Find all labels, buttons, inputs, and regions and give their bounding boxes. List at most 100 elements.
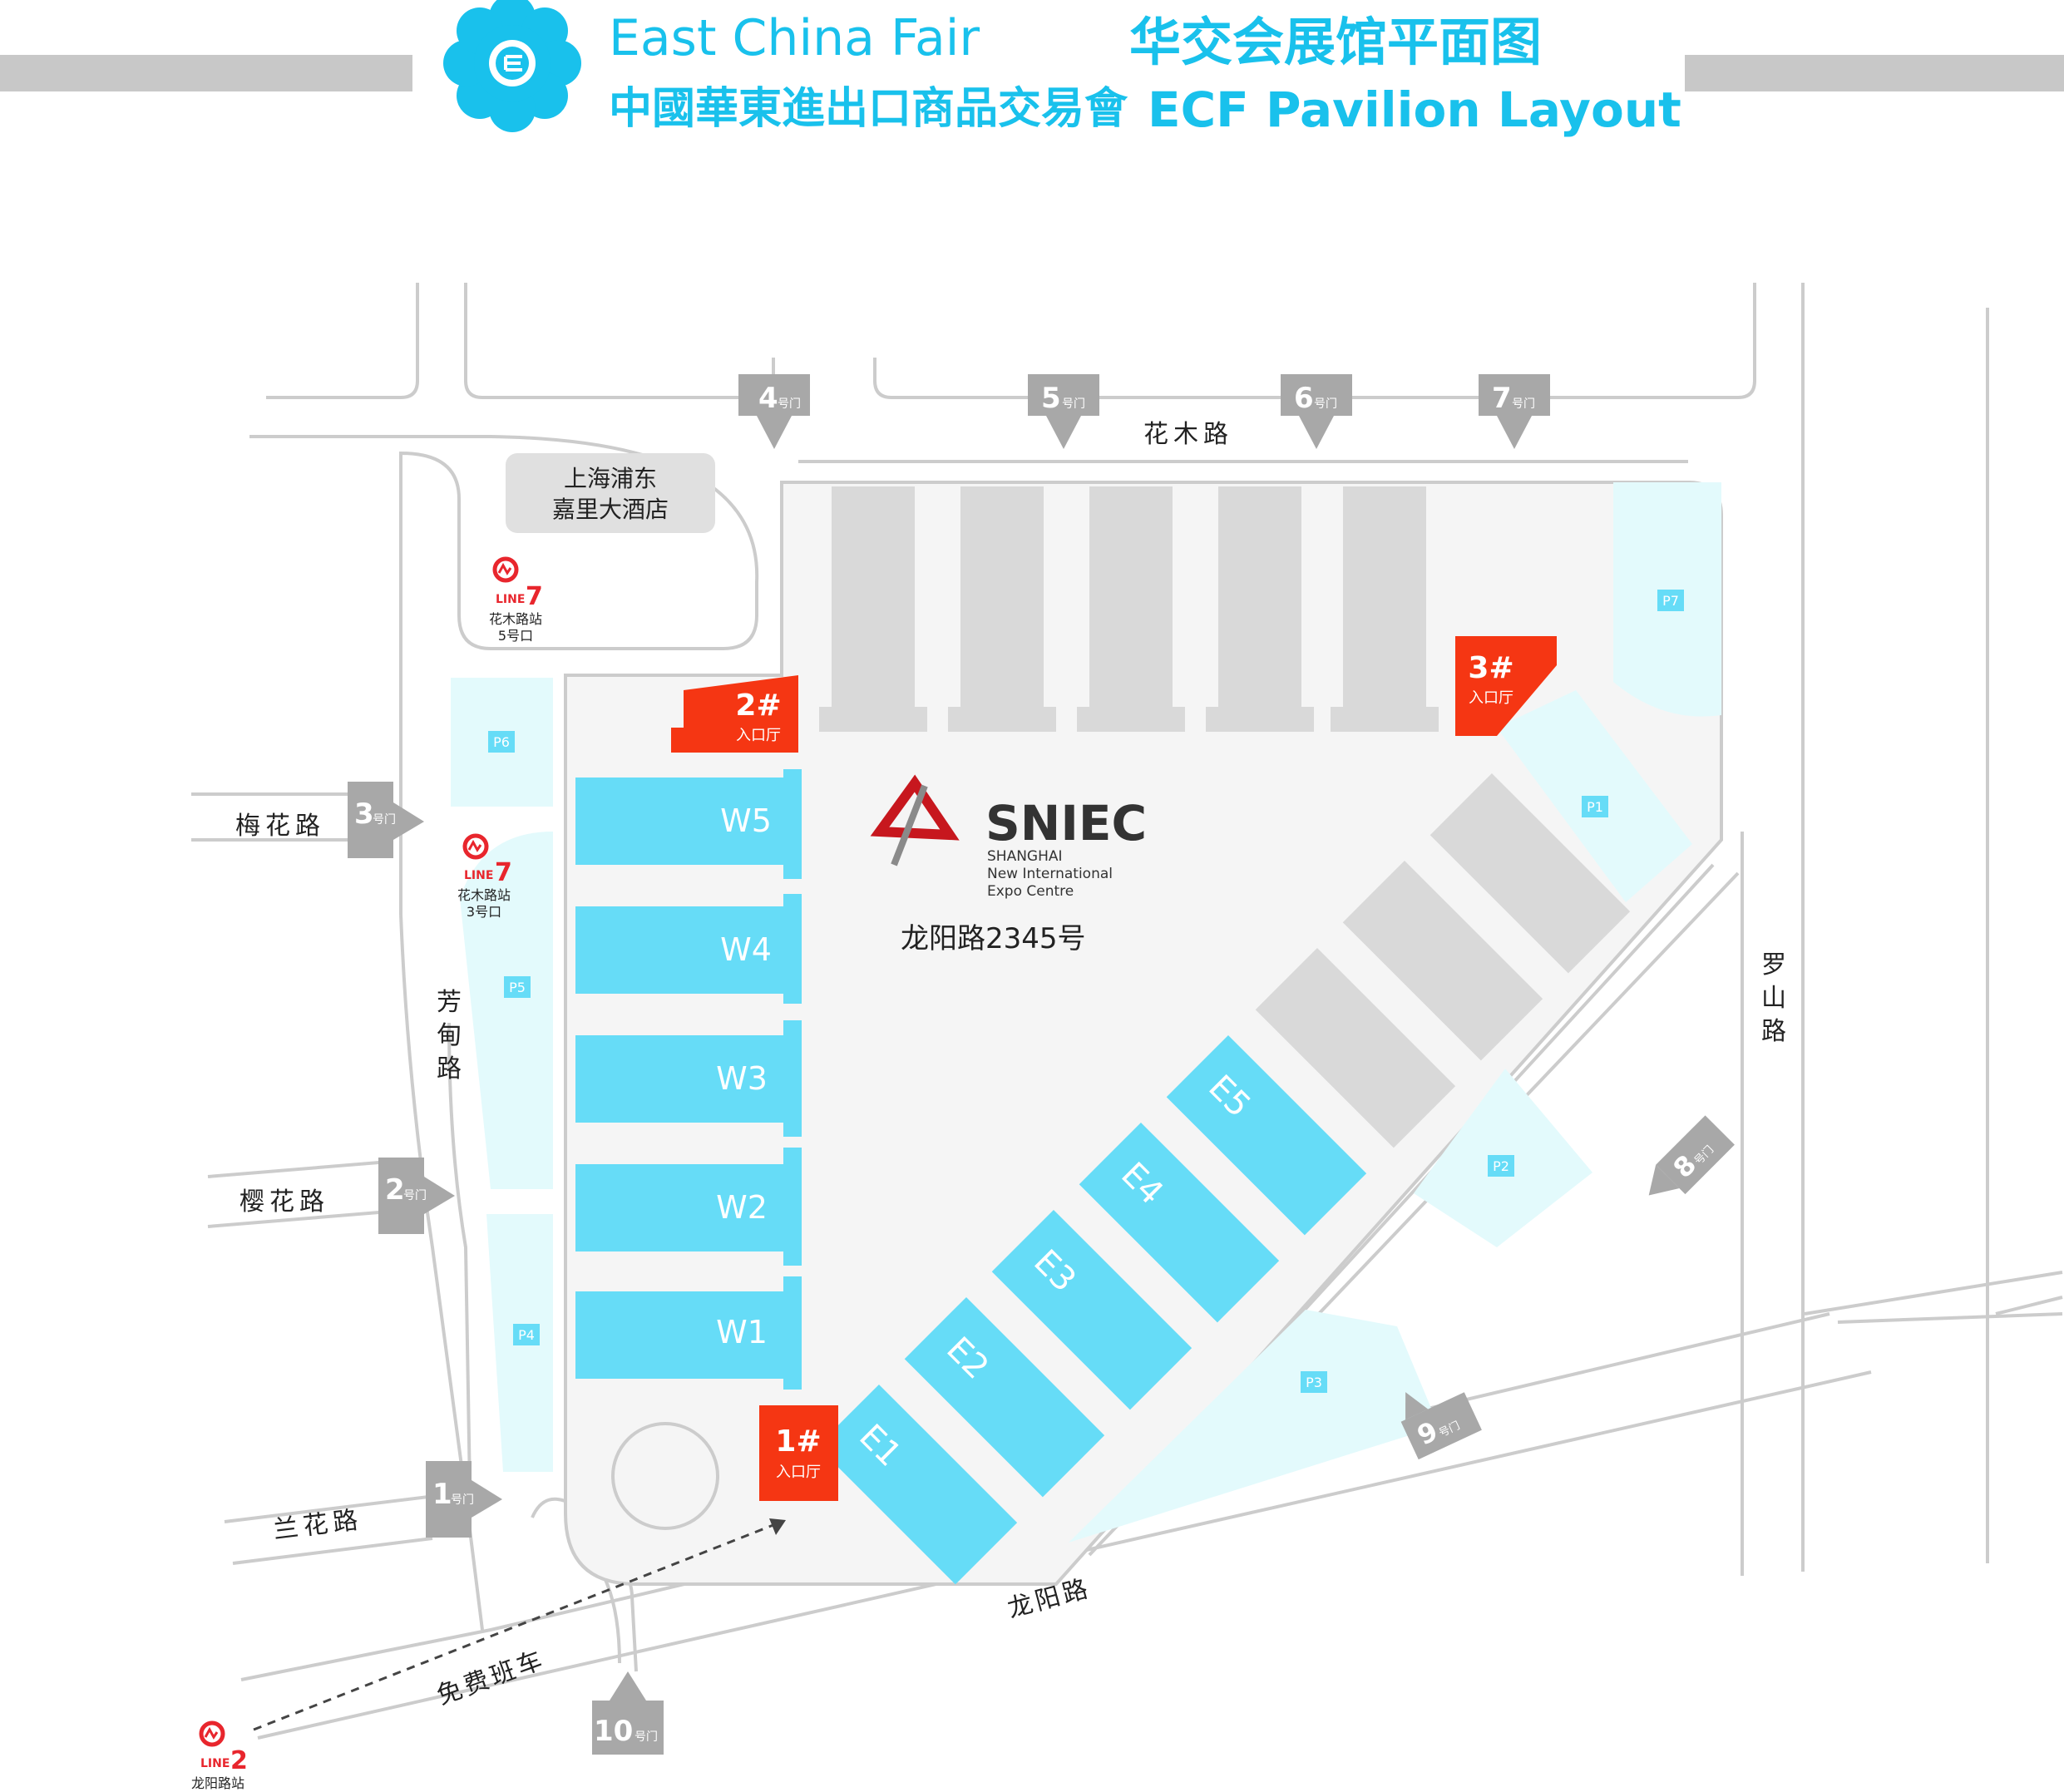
road-meihua: 梅花路 (235, 812, 325, 841)
hall-e4: E4 (1079, 1122, 1280, 1323)
gate-9: 9 号门 (1400, 1392, 1482, 1460)
gate-4-suffix: 号门 (778, 397, 801, 411)
gate-5-suffix: 号门 (1062, 397, 1085, 411)
entrance-2: 2# 入口厅 (671, 675, 798, 753)
gate-6: 6 号门 (1281, 374, 1352, 449)
gate-2-number: 2 (385, 1173, 405, 1207)
metro-line2: LINE 2 龙阳路站 (191, 1723, 248, 1791)
metro-line-word: LINE (496, 593, 525, 606)
hall-w4: W4 (575, 894, 802, 1004)
hall-e1: E1 (817, 1384, 1018, 1585)
hall-w3: W3 (575, 1020, 802, 1137)
metro-line-number: 7 (495, 858, 512, 887)
hall-w4-label: W4 (720, 931, 772, 968)
sniec-sub2: New International (987, 866, 1113, 882)
gate-7: 7 号门 (1479, 374, 1550, 449)
road-fangdian-1: 芳 (437, 988, 462, 1017)
sniec-logo: SNIEC SHANGHAI New International Expo Ce… (870, 774, 1147, 955)
metro-line-word: LINE (464, 869, 493, 882)
sniec-title: SNIEC (985, 795, 1147, 852)
shuttle-label: 免费班车 (433, 1645, 550, 1711)
hall-w3-label: W3 (716, 1060, 768, 1097)
hotel-block: 上海浦东 嘉里大酒店 (506, 453, 715, 533)
metro-line-number: 7 (526, 582, 543, 611)
metro-station: 花木路站 (457, 887, 511, 903)
entrance-1: 1# 入口厅 (759, 1405, 838, 1501)
gate-1-suffix: 号门 (451, 1493, 474, 1507)
hotel-line2: 嘉里大酒店 (552, 496, 669, 523)
gate-3-number: 3 (354, 797, 374, 831)
entrance-2-number: 2# (735, 689, 781, 723)
gate-10: 10 号门 (592, 1671, 664, 1755)
title-en: ECF Pavilion Layout (1148, 81, 1681, 138)
north-halls (819, 486, 1439, 732)
gates: 4 号门 5 号门 6 号门 7 号门 3 号门 2 号门 (348, 374, 1735, 1755)
road-luoshan-1: 罗 (1761, 950, 1786, 980)
venue-address: 龙阳路2345号 (901, 922, 1086, 955)
header: East China Fair 中國華東進出口商品交易會 华交会展馆平面图 EC… (0, 0, 2064, 138)
gate-5-number: 5 (1041, 382, 1061, 415)
gate-2: 2 号门 (378, 1158, 455, 1234)
gray-east-hall-3 (1429, 773, 1631, 974)
metro-line-number: 2 (230, 1746, 248, 1775)
brand-en: East China Fair (609, 9, 980, 67)
metro-station: 龙阳路站 (191, 1775, 244, 1791)
gate-6-number: 6 (1294, 382, 1314, 415)
gray-east-hall-1 (1255, 947, 1456, 1148)
road-luoshan-3: 路 (1761, 1017, 1786, 1046)
gate-7-suffix: 号门 (1512, 397, 1535, 411)
gate-1: 1 号门 (426, 1461, 502, 1538)
parking-p3-area (1069, 1310, 1439, 1543)
north-hall-4 (1206, 486, 1314, 732)
hall-w1-label: W1 (716, 1314, 768, 1350)
north-hall-3 (1077, 486, 1185, 732)
road-lanhua: 兰花路 (272, 1505, 364, 1545)
brand-cn: 中國華東進出口商品交易會 (609, 84, 1128, 134)
entrance-1-caption: 入口厅 (776, 1464, 821, 1481)
metro-line7-west: LINE 7 花木路站 3号口 (457, 836, 512, 920)
flower-logo-icon (443, 0, 581, 132)
hotel-line1: 上海浦东 (564, 465, 657, 492)
hall-w1: W1 (575, 1276, 802, 1390)
east-halls: E1 E2 E3 E4 E5 (817, 773, 1631, 1585)
gate-10-number: 10 (594, 1715, 633, 1748)
gate-7-number: 7 (1492, 382, 1512, 415)
parking-label-p6: P6 (493, 734, 510, 750)
entrance-3-caption: 入口厅 (1469, 689, 1513, 707)
north-hall-2 (948, 486, 1056, 732)
entrance-3: 3# 入口厅 (1455, 636, 1557, 736)
parking-label-p5: P5 (509, 980, 526, 995)
gate-5: 5 号门 (1028, 374, 1099, 449)
metro-exit: 3号口 (467, 904, 501, 920)
entrance-1-number: 1# (775, 1424, 821, 1459)
shuttle-route (253, 1520, 783, 1731)
hall-w5-label: W5 (720, 802, 772, 839)
header-bar-left (0, 55, 412, 91)
entrance-3-number: 3# (1468, 651, 1513, 685)
parking-label-p7: P7 (1662, 593, 1679, 609)
parking-labels: P7 P1 P2 P3 P6 P5 P4 (488, 590, 1684, 1393)
gate-6-suffix: 号门 (1314, 397, 1337, 411)
hall-w2: W2 (575, 1148, 802, 1266)
gate-10-suffix: 号门 (635, 1730, 658, 1744)
road-fangdian-2: 甸 (437, 1021, 462, 1050)
gate-3: 3 号门 (348, 782, 424, 858)
gate-4-number: 4 (758, 382, 778, 415)
gate-3-suffix: 号门 (373, 813, 396, 827)
parking-label-p3: P3 (1306, 1375, 1322, 1390)
metro-icon (201, 1723, 223, 1745)
hall-e2: E2 (904, 1296, 1105, 1498)
metro-icon (465, 836, 486, 857)
sniec-sub1: SHANGHAI (987, 848, 1063, 865)
gray-east-hall-2 (1342, 860, 1543, 1061)
parking-p5-area (460, 832, 553, 1189)
west-halls: W5 W4 W3 W2 W1 (575, 769, 802, 1390)
hall-e5: E5 (1166, 1034, 1367, 1236)
header-bar-right (1685, 55, 2064, 91)
hall-w2-label: W2 (716, 1189, 768, 1226)
hall-e3: E3 (991, 1209, 1192, 1410)
entrance-2-caption: 入口厅 (736, 727, 781, 744)
gate-2-suffix: 号门 (403, 1189, 427, 1202)
metro-line-word: LINE (200, 1757, 230, 1770)
